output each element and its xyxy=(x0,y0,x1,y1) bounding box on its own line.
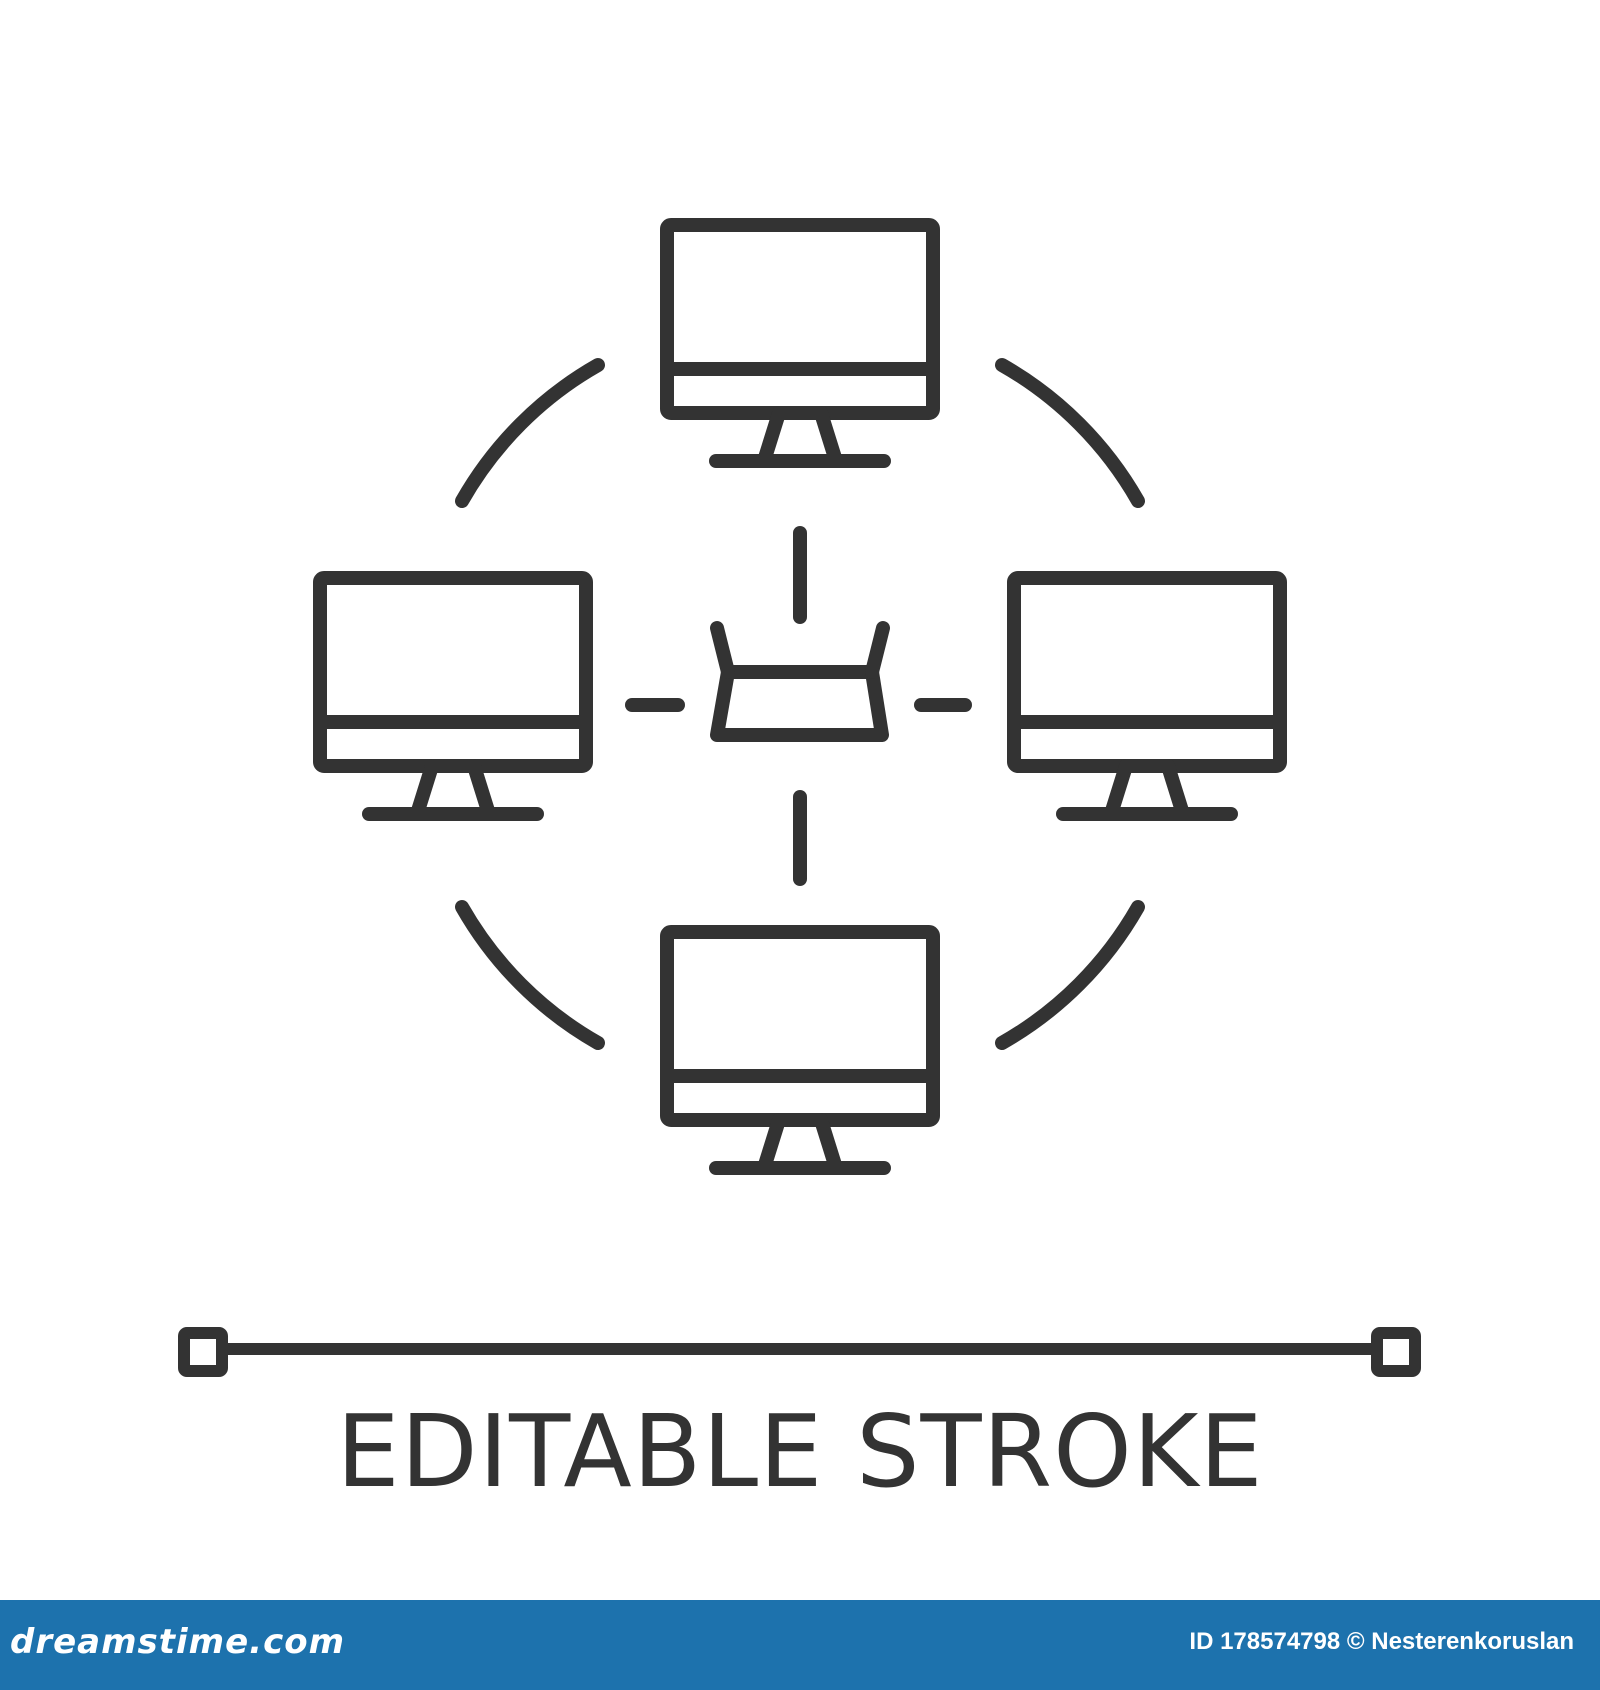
id-number: 178574798 xyxy=(1220,1628,1341,1655)
monitor-icon xyxy=(320,578,586,814)
ring-arc-bottom-left xyxy=(455,900,605,1050)
handle-left xyxy=(178,1327,228,1377)
network-ring xyxy=(455,358,1145,1050)
ring-arc-top-left xyxy=(455,358,605,508)
router-icon xyxy=(710,621,890,742)
handle-right xyxy=(1371,1327,1421,1377)
brand-logo: dreamstime.com xyxy=(10,1622,346,1662)
line-with-handles-icon xyxy=(178,1327,1421,1377)
footer-bar: dreamstime.com ID 178574798 © Nesterenko… xyxy=(0,1600,1600,1690)
copyright-symbol: © xyxy=(1346,1628,1365,1655)
hub-connections xyxy=(625,526,972,886)
network-illustration xyxy=(178,0,1421,1377)
ring-arc-top-right xyxy=(995,358,1145,508)
monitor-icon xyxy=(667,225,933,461)
monitor-icon xyxy=(1014,578,1280,814)
author-name: Nesterenkoruslan xyxy=(1371,1628,1574,1655)
caption-title: EDITABLE STROKE xyxy=(336,1393,1264,1510)
monitor-icon xyxy=(667,932,933,1168)
attribution: ID 178574798 © Nesterenkoruslan xyxy=(1189,1628,1574,1656)
ring-arc-bottom-right xyxy=(995,900,1145,1050)
id-label: ID xyxy=(1189,1628,1214,1655)
